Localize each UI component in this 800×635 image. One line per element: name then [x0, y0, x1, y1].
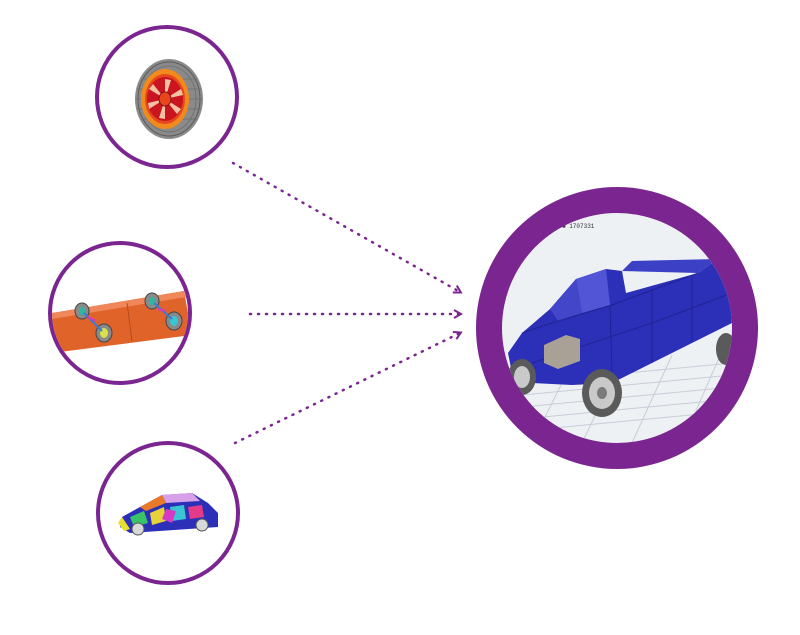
- body-in-white-model-icon: [118, 493, 218, 536]
- tire-wheel-model-icon: [135, 59, 203, 139]
- target-model-label: ■ 1707331: [562, 223, 595, 230]
- body-node: [96, 441, 240, 585]
- target-node: ■ 1707331: [502, 213, 732, 443]
- arrow-tire-to-vehicle: [231, 161, 460, 292]
- arrow-body-to-vehicle: [233, 333, 460, 445]
- tire-node: [95, 25, 239, 169]
- chassis-suspension-model-icon: [52, 291, 188, 353]
- chassis-node: [48, 241, 192, 385]
- full-vehicle-model-icon: [502, 257, 732, 443]
